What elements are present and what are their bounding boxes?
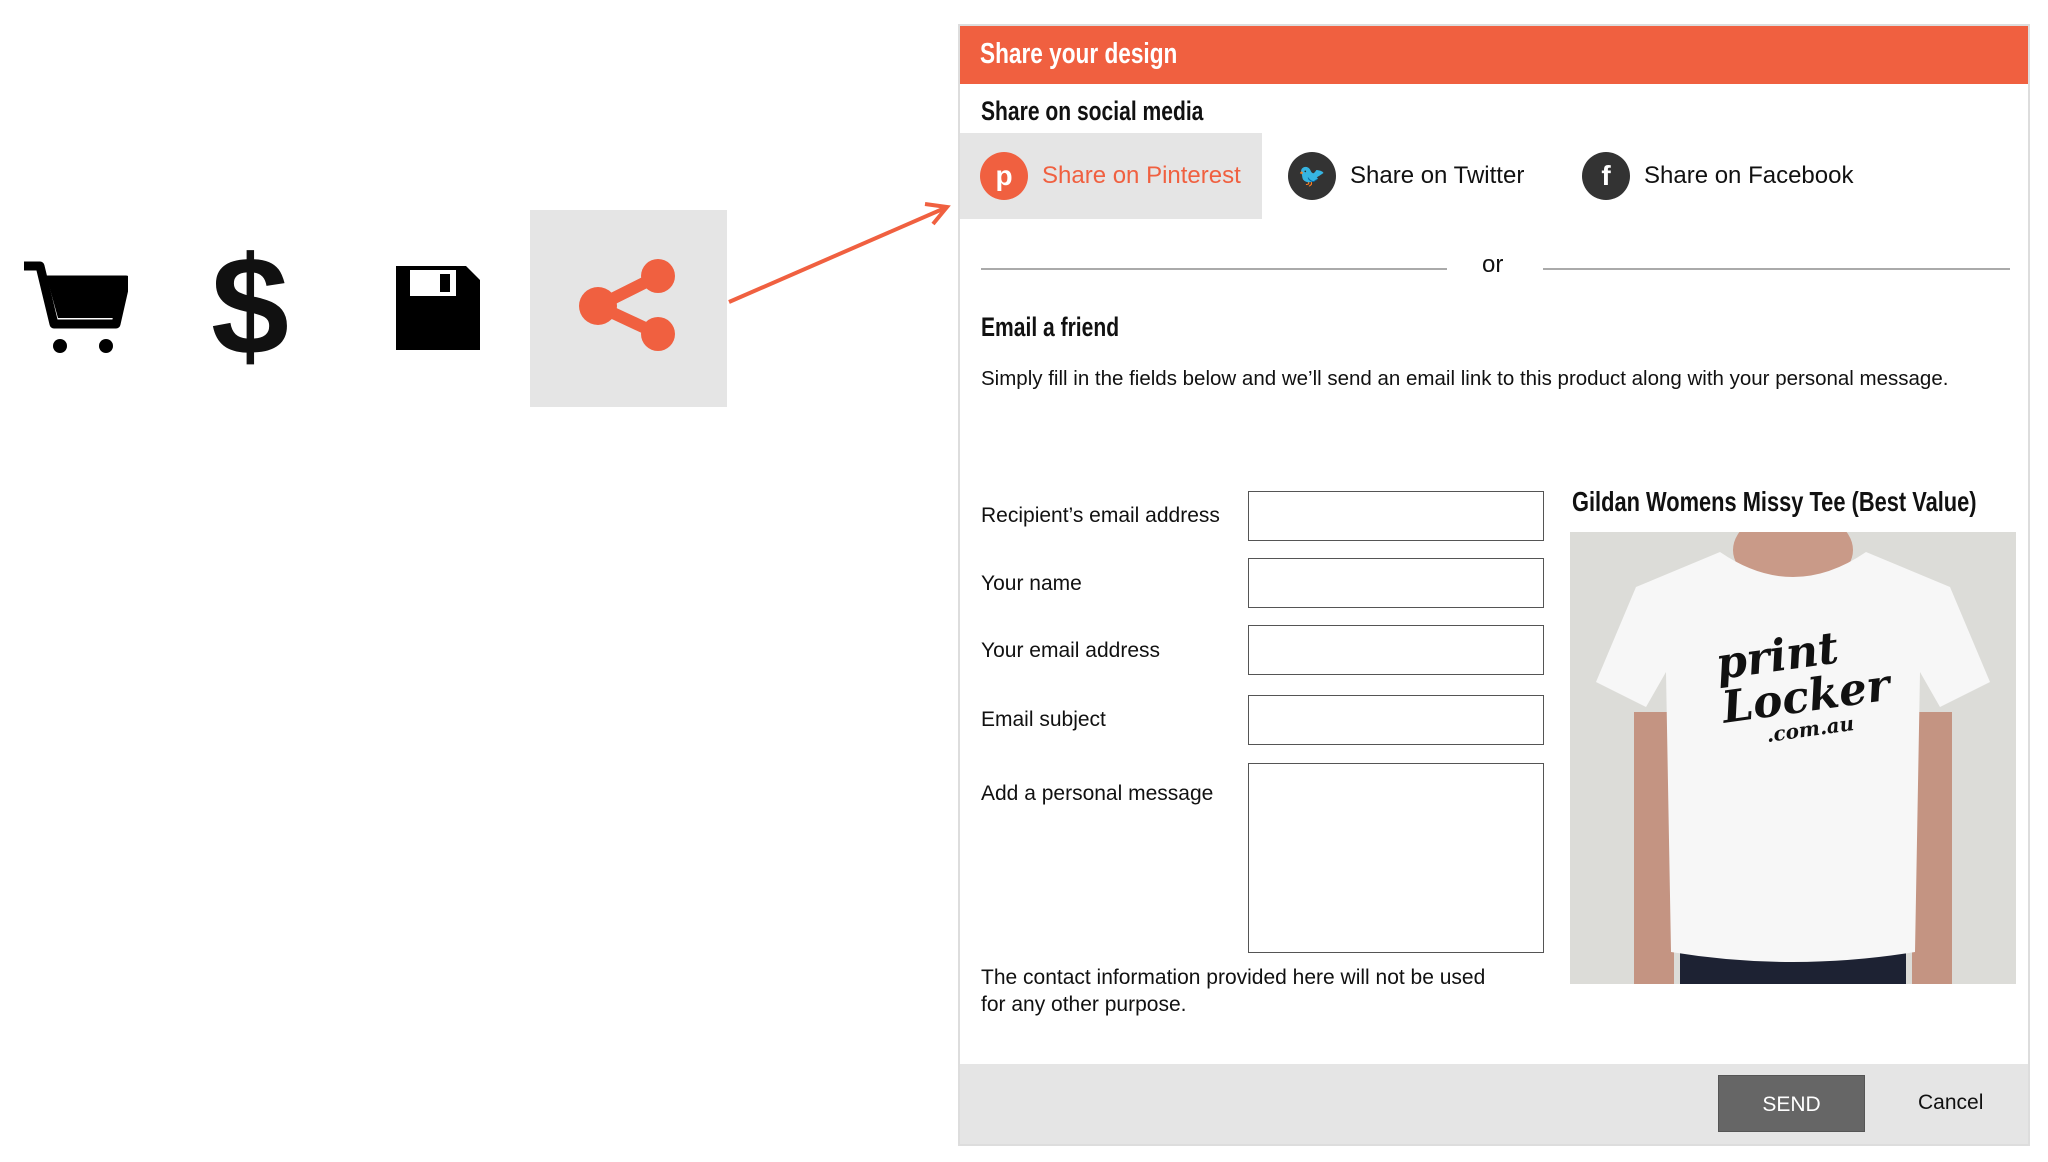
cancel-button[interactable]: Cancel — [1918, 1091, 1984, 1114]
disclaimer-line-1: The contact information provided here wi… — [981, 966, 1486, 989]
divider-right — [1543, 268, 2010, 270]
share-icon — [579, 259, 675, 351]
pointer-arrow — [728, 202, 951, 304]
email-heading: Email a friend — [981, 312, 1120, 342]
facebook-icon: f — [1582, 152, 1630, 200]
dollar-icon: $ — [211, 227, 289, 384]
facebook-label: Share on Facebook — [1644, 162, 1854, 189]
price-button[interactable]: $ — [210, 236, 290, 376]
save-icon — [396, 266, 480, 350]
share-twitter-button[interactable]: 🐦 Share on Twitter — [1288, 133, 1524, 219]
cart-icon — [24, 261, 131, 353]
personal-message-input[interactable] — [1248, 763, 1544, 953]
share-facebook-button[interactable]: f Share on Facebook — [1582, 133, 1853, 219]
pinterest-icon: p — [980, 152, 1028, 200]
save-button[interactable] — [396, 266, 480, 350]
send-button[interactable]: SEND — [1718, 1075, 1865, 1132]
recipient-email-input[interactable] — [1248, 491, 1544, 541]
email-subject-input[interactable] — [1248, 695, 1544, 745]
divider-left — [981, 268, 1447, 270]
product-title: Gildan Womens Missy Tee (Best Value) — [1572, 486, 1977, 517]
dialog-title: Share your design — [980, 38, 1178, 70]
email-subject-label: Email subject — [981, 708, 1106, 731]
your-name-input[interactable] — [1248, 558, 1544, 608]
product-image: print Locker .com.au — [1570, 532, 2016, 984]
recipient-email-label: Recipient’s email address — [981, 504, 1220, 527]
social-heading: Share on social media — [981, 96, 1204, 126]
share-dialog: Share your design Share on social media … — [958, 24, 2030, 1146]
dialog-header: Share your design — [960, 26, 2028, 84]
disclaimer-line-2: for any other purpose. — [981, 993, 1187, 1016]
twitter-label: Share on Twitter — [1350, 162, 1525, 189]
your-name-label: Your name — [981, 572, 1082, 595]
twitter-icon: 🐦 — [1288, 152, 1336, 200]
share-button[interactable] — [530, 210, 727, 407]
dialog-footer: SEND Cancel — [960, 1064, 2028, 1144]
your-email-label: Your email address — [981, 639, 1160, 662]
or-text: or — [1482, 251, 1504, 278]
your-email-input[interactable] — [1248, 625, 1544, 675]
personal-message-label: Add a personal message — [981, 782, 1214, 805]
description: Simply fill in the fields below and we’l… — [981, 367, 1949, 390]
share-pinterest-button[interactable]: p Share on Pinterest — [960, 133, 1262, 219]
cart-button[interactable] — [22, 258, 131, 358]
pinterest-label: Share on Pinterest — [1042, 162, 1241, 189]
